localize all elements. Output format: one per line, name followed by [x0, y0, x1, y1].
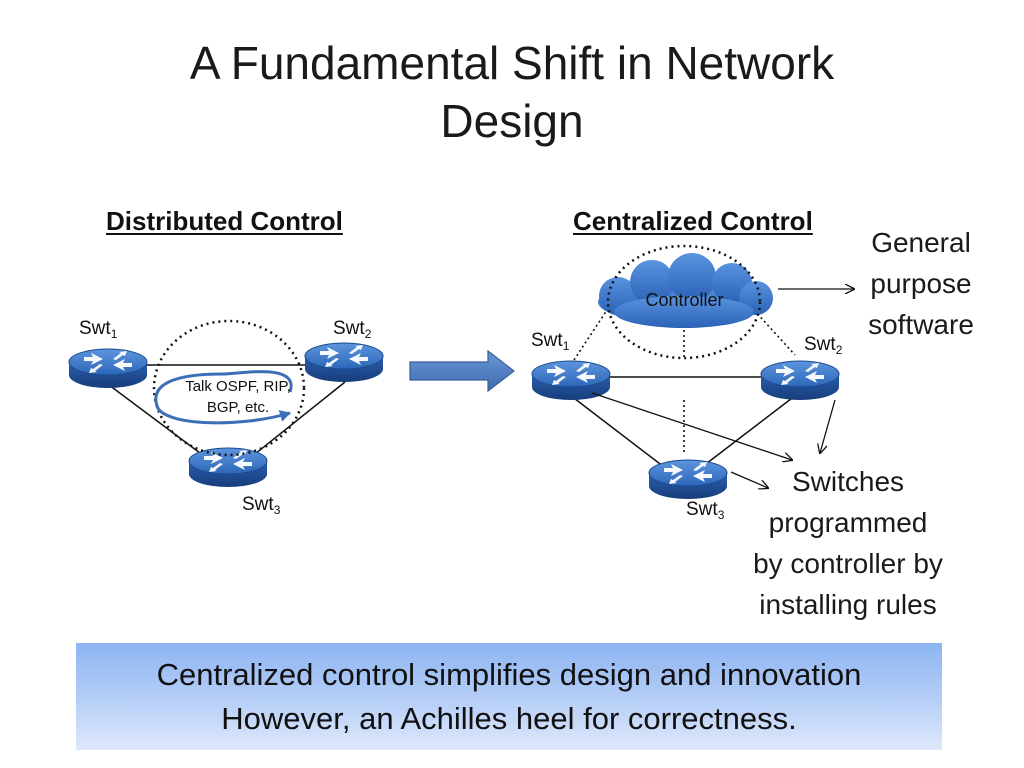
protocol-line-2: BGP, etc.: [206, 399, 270, 416]
summary-banner: Centralized control simplifies design an…: [76, 643, 942, 750]
dist-router-2-icon: [304, 342, 384, 383]
software-note-line-2: purpose: [870, 268, 972, 299]
cent-swt1-label: Swt1: [531, 330, 570, 353]
cent-router-1-icon: [531, 360, 611, 401]
switches-note-line-2: programmed: [768, 507, 928, 538]
dist-router-3-icon: [188, 447, 268, 488]
control-line-2: [753, 309, 796, 356]
cent-router-3-icon: [648, 459, 728, 500]
title-line-1: A Fundamental Shift in Network: [189, 37, 835, 89]
distributed-heading: Distributed Control: [106, 206, 343, 236]
cent-swt3-label: Swt3: [686, 499, 725, 522]
dist-link-1-3: [104, 381, 213, 463]
controller-label: Controller: [645, 290, 724, 310]
software-note-line-3: software: [868, 309, 974, 340]
distributed-control-circle: [152, 319, 306, 457]
switches-note-line-3: by controller by: [753, 548, 943, 579]
cent-router-2-icon: [760, 360, 840, 401]
dist-swt3-label: Swt3: [242, 494, 281, 517]
transition-arrow-icon: [409, 349, 515, 393]
rules-arrow-2: [820, 399, 836, 453]
dist-router-1-icon: [68, 348, 148, 389]
dist-swt2-label: Swt2: [333, 318, 372, 341]
controller-cloud-icon: [598, 253, 773, 328]
switches-note-line-1: Switches: [791, 466, 905, 497]
cent-link-1-3: [565, 391, 669, 471]
cent-link-2-3: [697, 391, 801, 471]
switches-note: Switches programmed by controller by ins…: [730, 461, 966, 625]
centralized-heading: Centralized Control: [573, 206, 813, 236]
control-line-1: [573, 309, 608, 361]
software-note: General purpose software: [850, 222, 992, 345]
protocol-line-1: Talk OSPF, RIP,: [185, 378, 291, 395]
network-diagram: [68, 244, 1024, 500]
protocol-loop-arrow: [154, 370, 293, 425]
cent-swt2-label: Swt2: [804, 334, 843, 357]
rules-arrow-1: [591, 392, 792, 460]
banner-line-2: However, an Achilles heel for correctnes…: [221, 701, 797, 736]
switches-note-line-4: installing rules: [759, 589, 937, 620]
software-note-line-1: General: [871, 227, 971, 258]
dist-swt1-label: Swt1: [79, 318, 118, 341]
centralized-control-circle: [606, 244, 762, 360]
banner-line-1: Centralized control simplifies design an…: [156, 657, 862, 692]
slide-title: A Fundamental Shift in Network Design: [112, 34, 912, 150]
rules-arrow-3: [730, 471, 768, 488]
protocol-label: Talk OSPF, RIP, BGP, etc.: [170, 376, 306, 418]
title-line-2: Design: [440, 95, 584, 147]
